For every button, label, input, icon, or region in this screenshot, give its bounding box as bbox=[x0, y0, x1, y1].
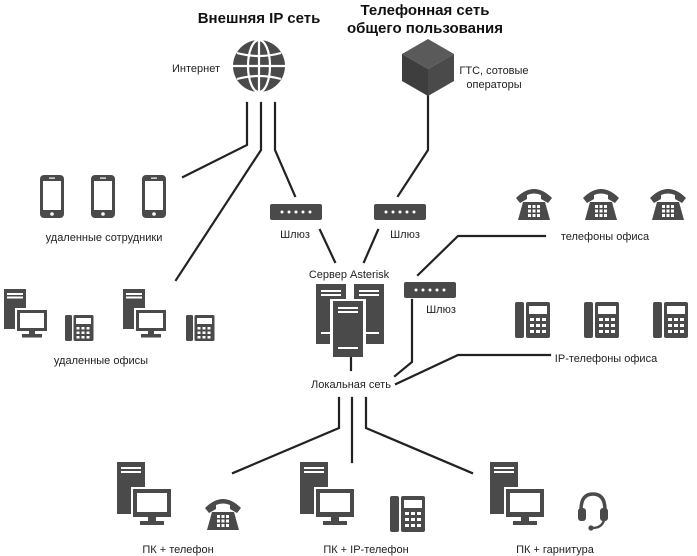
heading-external-ip: Внешняя IP сеть bbox=[198, 10, 321, 27]
label-pc-phone: ПК + телефон bbox=[142, 544, 213, 556]
wire-gateway-left-server bbox=[318, 228, 337, 264]
smartphone-icon bbox=[142, 175, 166, 218]
label-gateway-left: Шлюз bbox=[280, 229, 310, 241]
label-office-phones: телефоны офиса bbox=[561, 231, 650, 243]
wire-gateway-center-server bbox=[362, 228, 380, 264]
label-remote-offices: удаленные офисы bbox=[54, 355, 148, 367]
label-gateway-center: Шлюз bbox=[390, 229, 420, 241]
desktop-pc-icon bbox=[117, 462, 173, 525]
label-pstn-line2: операторы bbox=[466, 79, 521, 91]
label-pstn-line1: ГТС, сотовые bbox=[459, 65, 528, 77]
label-ip-phones: IP-телефоны офиса bbox=[555, 353, 658, 365]
ip-phone-icon bbox=[390, 496, 425, 532]
label-asterisk-server: Сервер Asterisk bbox=[309, 269, 390, 281]
label-internet: Интернет bbox=[172, 63, 220, 75]
heading-pstn-line1: Телефонная сеть bbox=[361, 2, 490, 19]
label-local-network: Локальная сеть bbox=[311, 379, 391, 391]
desk-phone-icon bbox=[516, 189, 552, 220]
desktop-pc-icon bbox=[490, 462, 546, 525]
headset-icon bbox=[578, 492, 608, 531]
gateway-icon bbox=[374, 204, 426, 220]
ip-phone-icon bbox=[186, 315, 215, 341]
gateway-icon bbox=[270, 204, 322, 220]
smartphone-icon bbox=[40, 175, 64, 218]
wire-pstn-gateway-center bbox=[396, 93, 430, 198]
heading-pstn-line2: общего пользования bbox=[347, 20, 503, 37]
ip-phone-icon bbox=[584, 302, 619, 338]
server-icon bbox=[316, 284, 384, 357]
label-pc-headset: ПК + гарнитура bbox=[516, 544, 595, 556]
desktop-pc-icon bbox=[4, 289, 49, 338]
globe-icon bbox=[233, 38, 285, 94]
ip-phone-icon bbox=[653, 302, 688, 338]
desktop-pc-icon bbox=[123, 289, 168, 338]
wire-ip-phones-lan bbox=[394, 353, 552, 386]
desk-phone-icon bbox=[205, 499, 241, 530]
gateway-icon bbox=[404, 282, 456, 298]
connection-lines bbox=[174, 93, 552, 475]
desk-phone-icon bbox=[650, 189, 686, 220]
label-pc-ip-phone: ПК + IP-телефон bbox=[323, 544, 408, 556]
desk-phone-icon bbox=[583, 189, 619, 220]
cube-icon bbox=[402, 39, 454, 96]
wire-internet-remote-employees bbox=[181, 101, 249, 179]
wire-lan-pc-headset bbox=[364, 396, 474, 475]
label-gateway-right: Шлюз bbox=[426, 304, 456, 316]
wire-office-phones-gateway-right bbox=[416, 234, 547, 277]
label-remote-employees: удаленные сотрудники bbox=[46, 232, 163, 244]
wire-internet-remote-offices bbox=[174, 101, 263, 282]
ip-phone-icon bbox=[65, 315, 94, 341]
wire-gateway-right-lan bbox=[393, 298, 414, 378]
smartphone-icon bbox=[91, 175, 115, 218]
ip-phone-icon bbox=[515, 302, 550, 338]
wire-internet-gateway-left bbox=[273, 101, 297, 198]
wire-lan-pc-phone bbox=[231, 396, 341, 475]
desktop-pc-icon bbox=[300, 462, 356, 525]
